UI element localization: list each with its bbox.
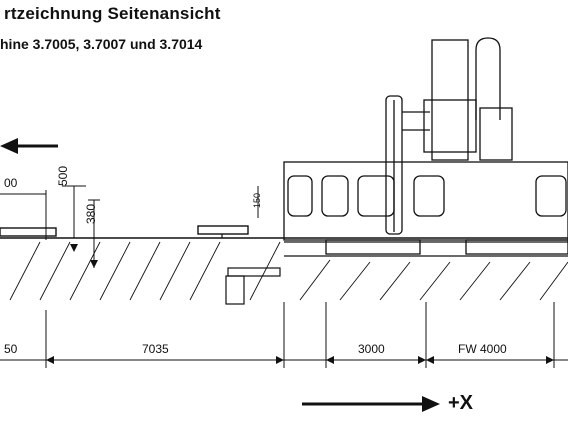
drawing-title: rtzeichnung Seitenansicht [4, 4, 221, 23]
small-table [197, 225, 249, 235]
left-dimensions [0, 185, 259, 268]
ground-hatch [9, 241, 568, 301]
pit [225, 267, 281, 305]
gantry [385, 37, 513, 235]
dimension-3000: 3000 [358, 342, 385, 356]
arrow-left-icon [0, 138, 58, 154]
dimension-380: 380 [84, 203, 98, 224]
axis-x-label: +X [448, 392, 474, 414]
bottom-dimension-line [0, 302, 568, 368]
dimension-bottom-left: 50 [4, 342, 18, 356]
dimension-500: 500 [56, 165, 70, 186]
dimension-top-left: 00 [4, 176, 18, 190]
dimension-small: 150 [252, 192, 262, 208]
dimension-fw-4000: FW 4000 [458, 342, 507, 356]
machine-bed [283, 161, 568, 257]
dimension-7035: 7035 [142, 342, 169, 356]
drawing-subtitle: hine 3.7005, 3.7007 und 3.7014 [0, 36, 203, 52]
left-table [0, 227, 57, 237]
arrow-right-icon [302, 396, 440, 412]
